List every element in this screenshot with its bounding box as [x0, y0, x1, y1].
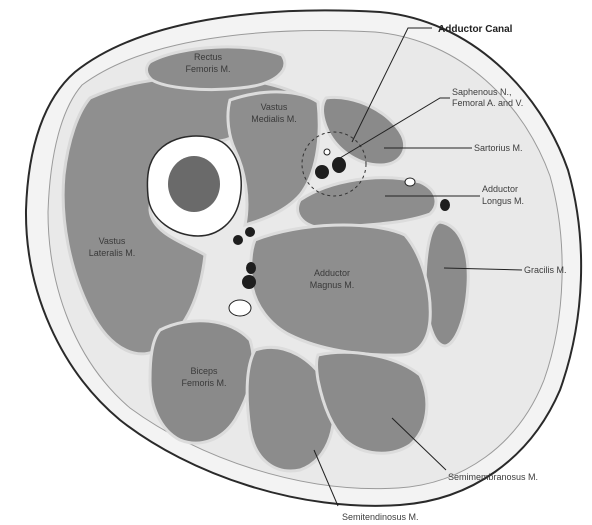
- sciatic-nerve: [229, 300, 251, 316]
- saphenous-vein-superficial: [405, 178, 415, 186]
- profunda-vessel-2: [245, 227, 255, 237]
- label-vastus-lateralis-line1: Vastus: [99, 236, 126, 246]
- label-gracilis: Gracilis M.: [524, 265, 567, 275]
- perforating-vessel-1: [246, 262, 256, 274]
- label-vastus-medialis-line2: Medialis M.: [251, 114, 297, 124]
- great-saphenous-vein: [440, 199, 450, 211]
- label-rectus-femoris-line2: Femoris M.: [186, 64, 231, 74]
- label-biceps-femoris-line2: Femoris M.: [182, 378, 227, 388]
- perforating-vessel-2: [242, 275, 256, 289]
- label-vastus-lateralis-line2: Lateralis M.: [89, 248, 136, 258]
- label-saphenous-line1: Saphenous N.,: [452, 87, 512, 97]
- label-adductor-canal: Adductor Canal: [438, 24, 513, 35]
- femoral-vein: [332, 157, 346, 173]
- label-sartorius: Sartorius M.: [474, 143, 523, 153]
- label-vastus-medialis-line1: Vastus: [261, 102, 288, 112]
- label-semitendinosus: Semitendinosus M.: [342, 512, 419, 522]
- profunda-vessel-1: [233, 235, 243, 245]
- label-semimembranosus: Semimembranosus M.: [448, 472, 538, 482]
- label-saphenous-line2: Femoral A. and V.: [452, 98, 523, 108]
- label-adductor-longus-line2: Longus M.: [482, 196, 524, 206]
- label-biceps-femoris-line1: Biceps: [190, 366, 218, 376]
- label-adductor-magnus-line1: Adductor: [314, 268, 350, 278]
- label-adductor-longus-line1: Adductor: [482, 184, 518, 194]
- label-adductor-magnus-line2: Magnus M.: [310, 280, 355, 290]
- femoral-artery: [315, 165, 329, 179]
- saphenous-nerve: [324, 149, 330, 155]
- femur-marrow: [168, 156, 220, 212]
- label-rectus-femoris-line1: Rectus: [194, 52, 223, 62]
